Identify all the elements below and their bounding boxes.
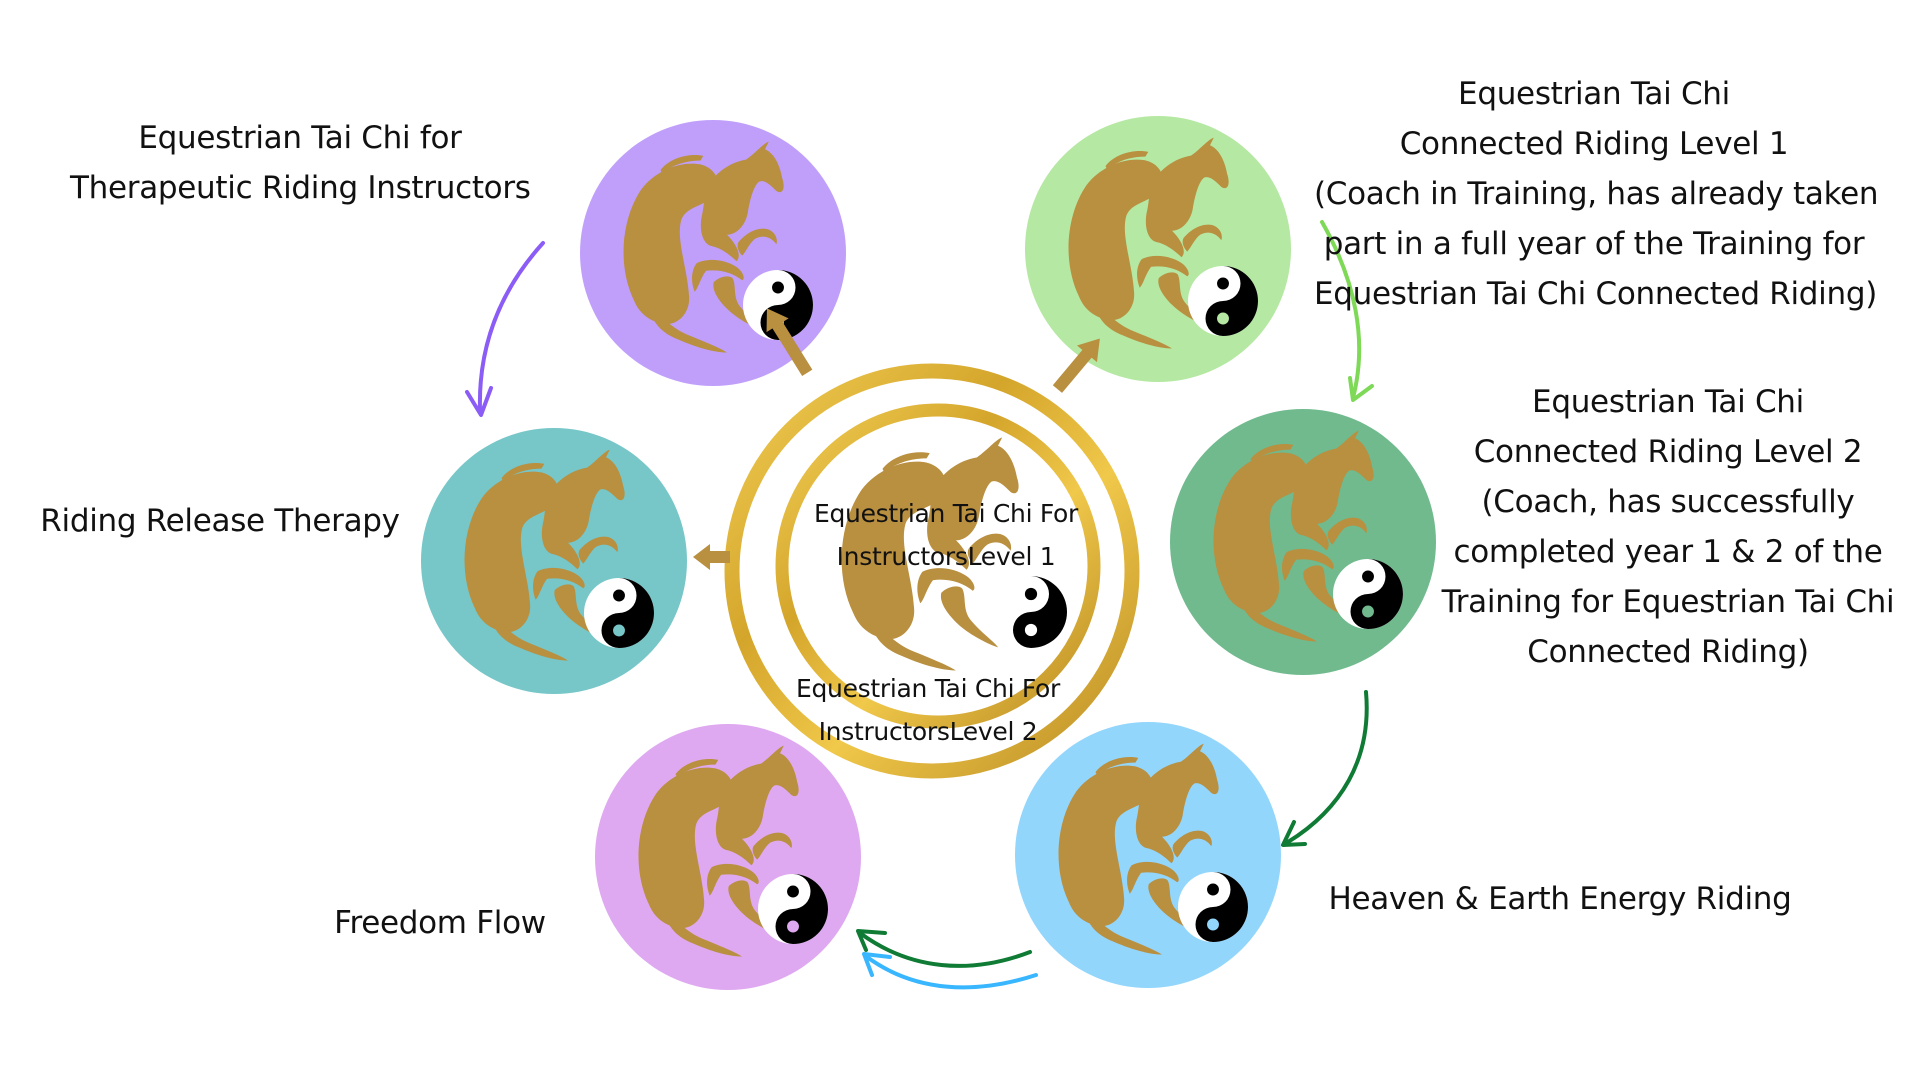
- yin-yang-icon: [995, 576, 1067, 648]
- label-line: InstructorsLevel 2: [818, 717, 1038, 746]
- center-yin-yang-icon: [995, 576, 1067, 648]
- label-line: Heaven & Earth Energy Riding: [1328, 881, 1792, 917]
- node-connected-level-1[interactable]: [1025, 116, 1291, 382]
- node-heaven-earth[interactable]: [1015, 722, 1281, 988]
- center-emblem[interactable]: [724, 363, 1140, 779]
- label-line: Equestrian Tai Chi For: [795, 674, 1061, 703]
- yin-yang-icon: [1333, 559, 1403, 629]
- arrow-level1-to-level2: [1320, 220, 1374, 402]
- gold-arrow-top-right: [1052, 338, 1100, 393]
- label-line: Connected Riding Level 2: [1473, 434, 1863, 470]
- label-line: Training for Equestrian Tai Chi: [1441, 584, 1895, 620]
- label-line: (Coach, has successfully: [1481, 484, 1855, 520]
- label-line: Connected Riding Level 1: [1399, 126, 1789, 162]
- label-line: Riding Release Therapy: [40, 503, 400, 539]
- label-line: Equestrian Tai Chi: [1532, 384, 1804, 420]
- gold-arrow-left: [693, 544, 730, 570]
- node-riding-release[interactable]: [421, 428, 687, 694]
- label-line: Equestrian Tai Chi Connected Riding): [1314, 276, 1878, 312]
- label-freedom-flow: Freedom Flow: [320, 898, 560, 948]
- nodes-layer: [421, 116, 1436, 990]
- label-line: Equestrian Tai Chi for: [138, 120, 462, 156]
- label-line: Freedom Flow: [334, 905, 546, 941]
- gold-arrow-top-left: [766, 308, 813, 376]
- arrow-therapeutic-to-release: [465, 241, 545, 417]
- arrow-heaven-earth-to-freedom-green: [856, 929, 1032, 968]
- yin-yang-icon: [1178, 872, 1248, 942]
- label-heaven-earth: Heaven & Earth Energy Riding: [1310, 874, 1810, 924]
- arrow-heaven-earth-to-freedom-blue: [862, 952, 1038, 990]
- node-connected-level-2[interactable]: [1170, 409, 1436, 675]
- yin-yang-icon: [758, 874, 828, 944]
- label-line: Equestrian Tai Chi: [1458, 76, 1730, 112]
- label-line: (Coach in Training, has already taken: [1314, 176, 1879, 212]
- center-inner-ring: [775, 403, 1101, 729]
- label-connected-level-1: Equestrian Tai Chi Connected Riding Leve…: [1314, 69, 1879, 319]
- label-line: Equestrian Tai Chi For: [813, 499, 1079, 528]
- node-therapeutic[interactable]: [580, 120, 846, 386]
- node-freedom-flow[interactable]: [595, 724, 861, 990]
- label-line: completed year 1 & 2 of the: [1453, 534, 1883, 570]
- label-riding-release: Riding Release Therapy: [30, 496, 410, 546]
- center-label-level-1: Equestrian Tai Chi For InstructorsLevel …: [776, 492, 1116, 578]
- arrow-level2-to-heaven-earth: [1281, 690, 1369, 847]
- yin-yang-icon: [584, 578, 654, 648]
- label-connected-level-2: Equestrian Tai Chi Connected Riding Leve…: [1428, 377, 1908, 677]
- label-line: Therapeutic Riding Instructors: [70, 170, 531, 206]
- center-outer-ring: [724, 363, 1140, 779]
- label-line: Connected Riding): [1527, 634, 1809, 670]
- label-therapeutic: Equestrian Tai Chi for Therapeutic Ridin…: [70, 113, 531, 213]
- yin-yang-icon: [1188, 266, 1258, 336]
- label-line: InstructorsLevel 1: [836, 542, 1056, 571]
- center-label-level-2: Equestrian Tai Chi For InstructorsLevel …: [758, 667, 1098, 753]
- label-line: part in a full year of the Training for: [1323, 226, 1865, 262]
